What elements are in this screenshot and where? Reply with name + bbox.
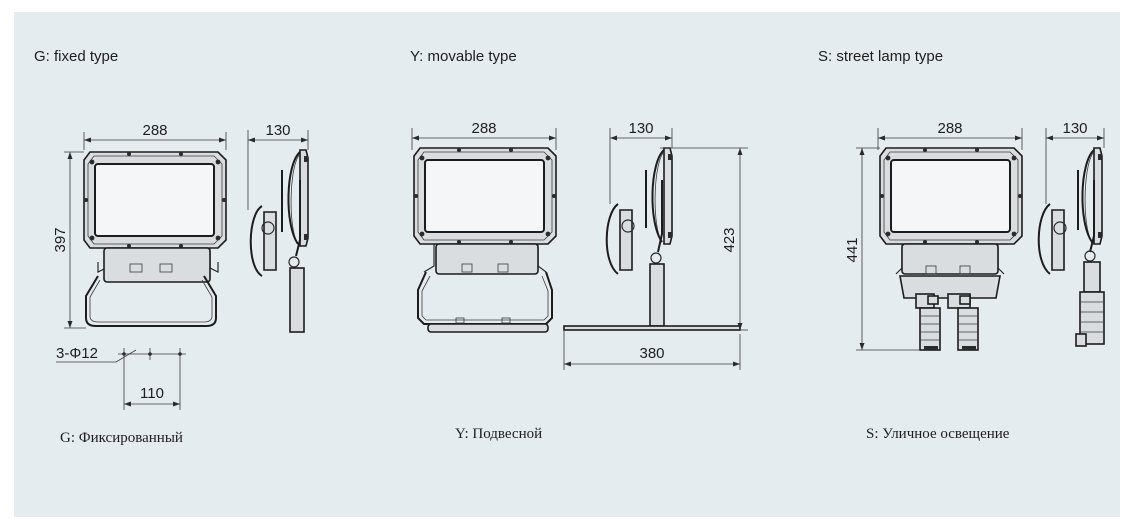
movable-width-label: 288: [471, 120, 496, 137]
holes-label: 3-Φ12: [56, 345, 98, 362]
movable-base-label: 380: [639, 345, 664, 362]
movable-dimensions: 288 130 423 380: [411, 120, 748, 370]
street-width-label: 288: [937, 120, 962, 137]
street-height-label: 441: [844, 237, 861, 262]
movable-side-view: [563, 147, 741, 331]
caption-street-ru: S: Уличное освещение: [866, 426, 1010, 442]
fixed-depth-label: 130: [265, 122, 290, 139]
street-front-view: [879, 147, 1023, 351]
fixed-height-label: 397: [52, 227, 69, 252]
movable-height-label: 423: [721, 227, 738, 252]
movable-front-view: [413, 147, 557, 333]
fixed-dimensions: 288 130 397 3-Φ12 110: [52, 122, 309, 410]
title-street-lamp-type: S: street lamp type: [818, 48, 944, 65]
hole-spacing-label: 110: [140, 385, 164, 402]
movable-depth-label: 130: [628, 120, 653, 137]
title-fixed-type: G: fixed type: [34, 48, 119, 65]
fixed-width-label: 288: [142, 122, 167, 139]
street-dimensions: 288 130 441: [844, 120, 1105, 351]
caption-fixed-ru: G: Фиксированный: [60, 430, 183, 446]
fixed-side-view: [249, 149, 309, 333]
fixed-front-view: [83, 151, 227, 327]
street-side-view: [1037, 147, 1105, 347]
title-movable-type: Y: movable type: [410, 48, 517, 65]
street-depth-label: 130: [1062, 120, 1087, 137]
caption-movable-ru: Y: Подвесной: [455, 426, 543, 442]
